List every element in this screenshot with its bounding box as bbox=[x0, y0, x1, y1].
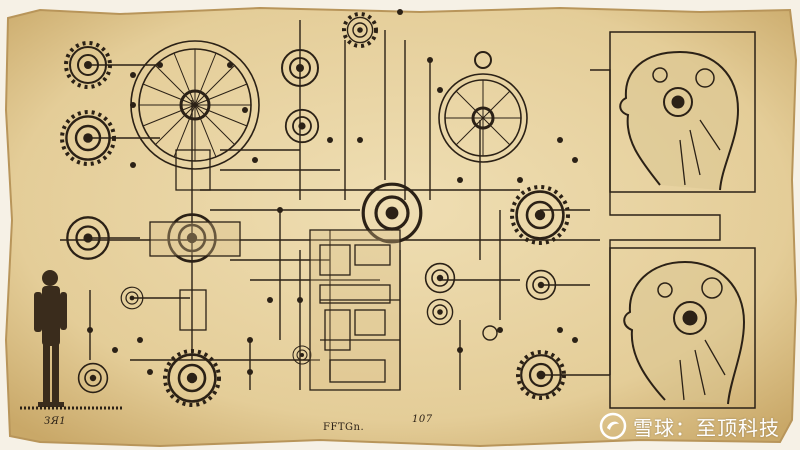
gear-teeth bbox=[60, 12, 570, 407]
small-oval-node bbox=[482, 325, 498, 341]
large-spoked-wheel-right bbox=[438, 51, 528, 163]
standing-man-figure bbox=[34, 270, 67, 407]
watermark: 雪球：至顶科技 bbox=[599, 410, 780, 442]
snowball-logo-icon bbox=[599, 412, 627, 440]
caption-right: 107 bbox=[412, 414, 433, 425]
connector-nodes bbox=[87, 9, 578, 375]
large-spoked-wheel-left bbox=[130, 40, 260, 170]
central-machine bbox=[149, 149, 401, 391]
caption-left: ЗЯ1 bbox=[44, 416, 67, 427]
robot-head-panel-bottom bbox=[609, 247, 756, 409]
caption-center: FFTGn. bbox=[323, 422, 365, 433]
robot-head-panel-top bbox=[609, 31, 756, 193]
watermark-text: 雪球：至顶科技 bbox=[633, 415, 780, 440]
